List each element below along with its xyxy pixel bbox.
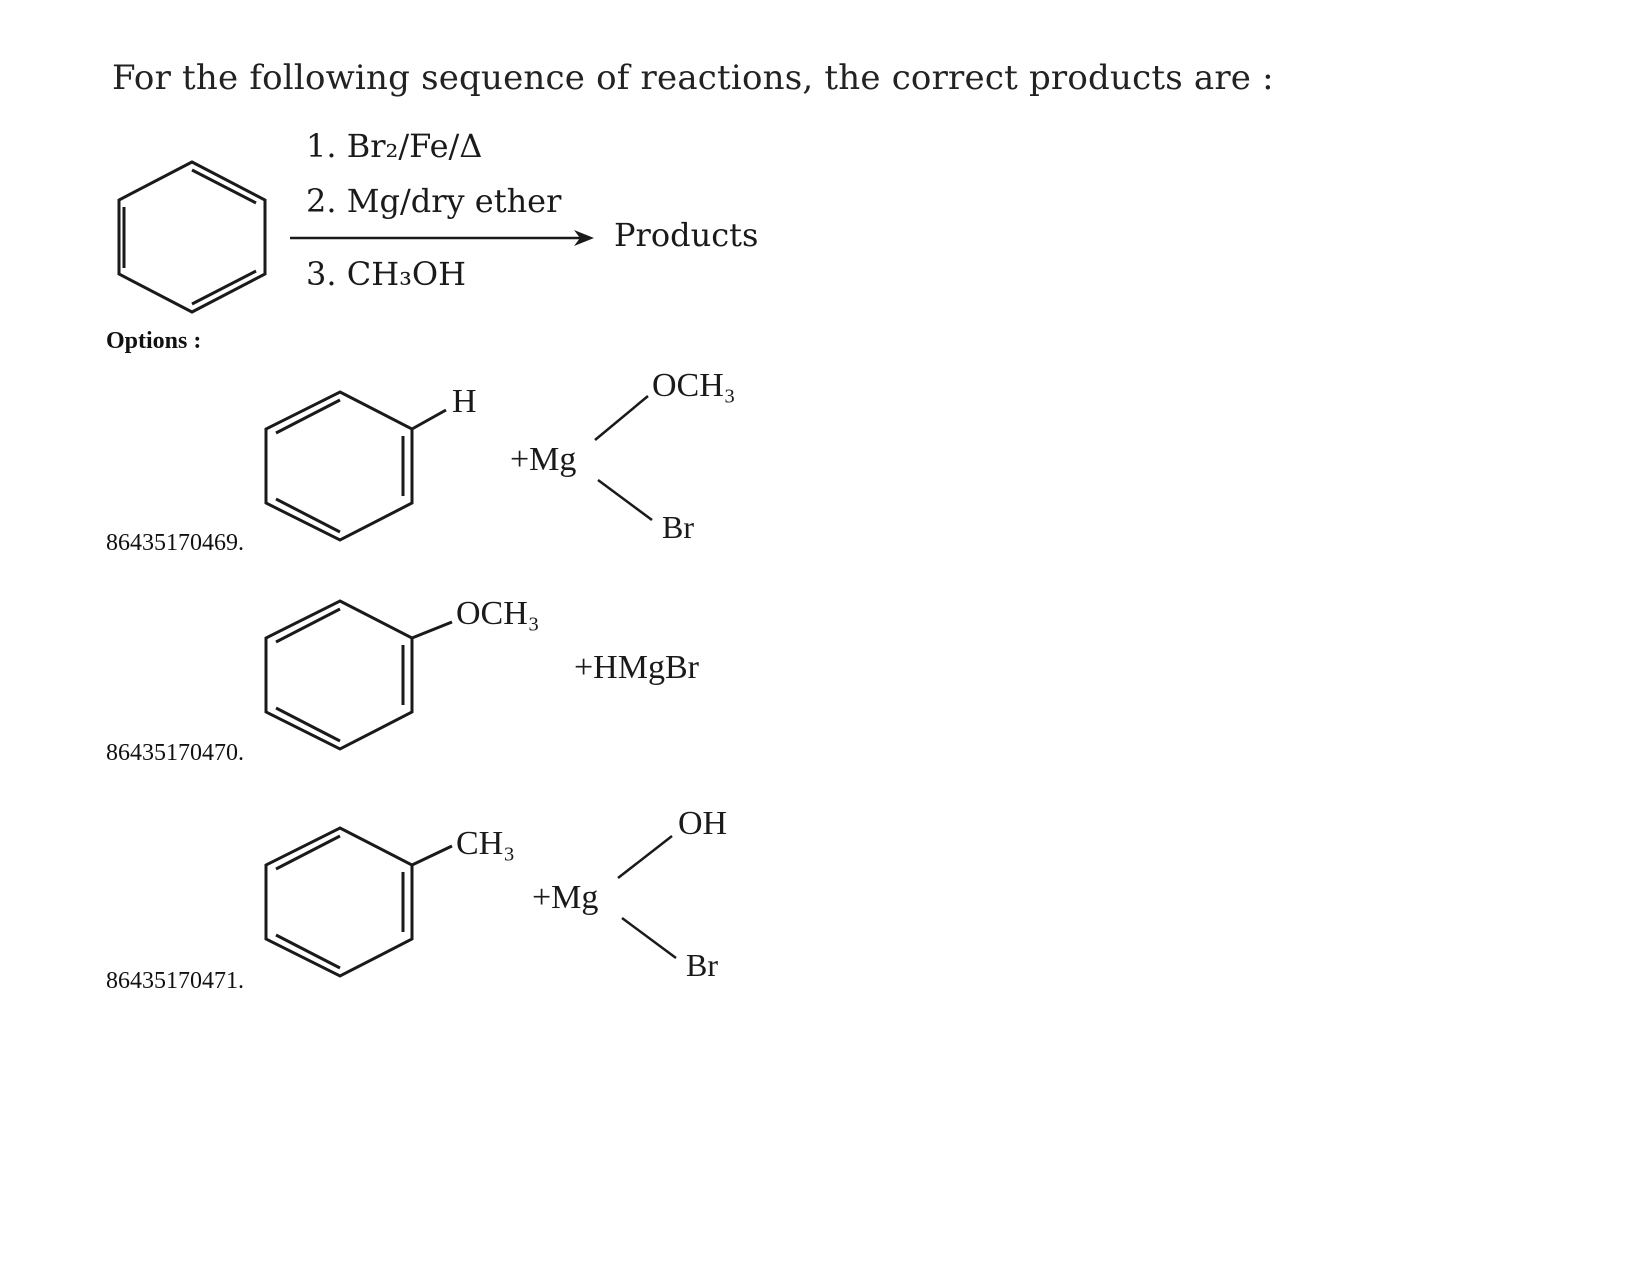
- option-3-lower-group: Br: [686, 947, 718, 983]
- option-1-lower-group: Br: [662, 509, 694, 545]
- option-3-upper-group: OH: [678, 805, 727, 842]
- option-2-id: 86435170470.: [106, 740, 244, 766]
- benzene-ring-option-3: [264, 826, 453, 978]
- benzene-ring-option-2: [264, 599, 453, 751]
- benzene-ring-option-1: [264, 390, 447, 542]
- reaction-product: Products: [614, 216, 758, 254]
- benzene-ring-reactant: [117, 160, 267, 314]
- option-3-substituent: CH₃: [456, 825, 515, 862]
- reaction-step-1: 1. Br₂/Fe/Δ: [306, 127, 482, 165]
- option-1-id: 86435170469.: [106, 530, 244, 556]
- reaction-step-3: 3. CH₃OH: [306, 255, 466, 293]
- option-3-plus-mg: +Mg: [532, 879, 598, 916]
- option-1-plus-mg: +Mg: [510, 441, 576, 478]
- option-2-structure: OCH₃ +HMgBr: [264, 595, 700, 751]
- option-1-substituent: H: [452, 383, 477, 420]
- option-1-upper-group: OCH₃: [652, 367, 736, 404]
- option-2-plus-reagent: +HMgBr: [574, 649, 700, 686]
- question-text: For the following sequence of reactions,…: [112, 58, 1274, 98]
- options-label: Options :: [106, 328, 202, 354]
- reaction-arrow: [290, 230, 594, 246]
- option-1-structure: H +Mg OCH₃ Br: [264, 367, 736, 545]
- option-3-structure: CH₃ +Mg OH Br: [264, 805, 727, 983]
- option-2-substituent: OCH₃: [456, 595, 540, 632]
- reaction-step-2: 2. Mg/dry ether: [306, 182, 562, 220]
- option-3-id: 86435170471.: [106, 968, 244, 994]
